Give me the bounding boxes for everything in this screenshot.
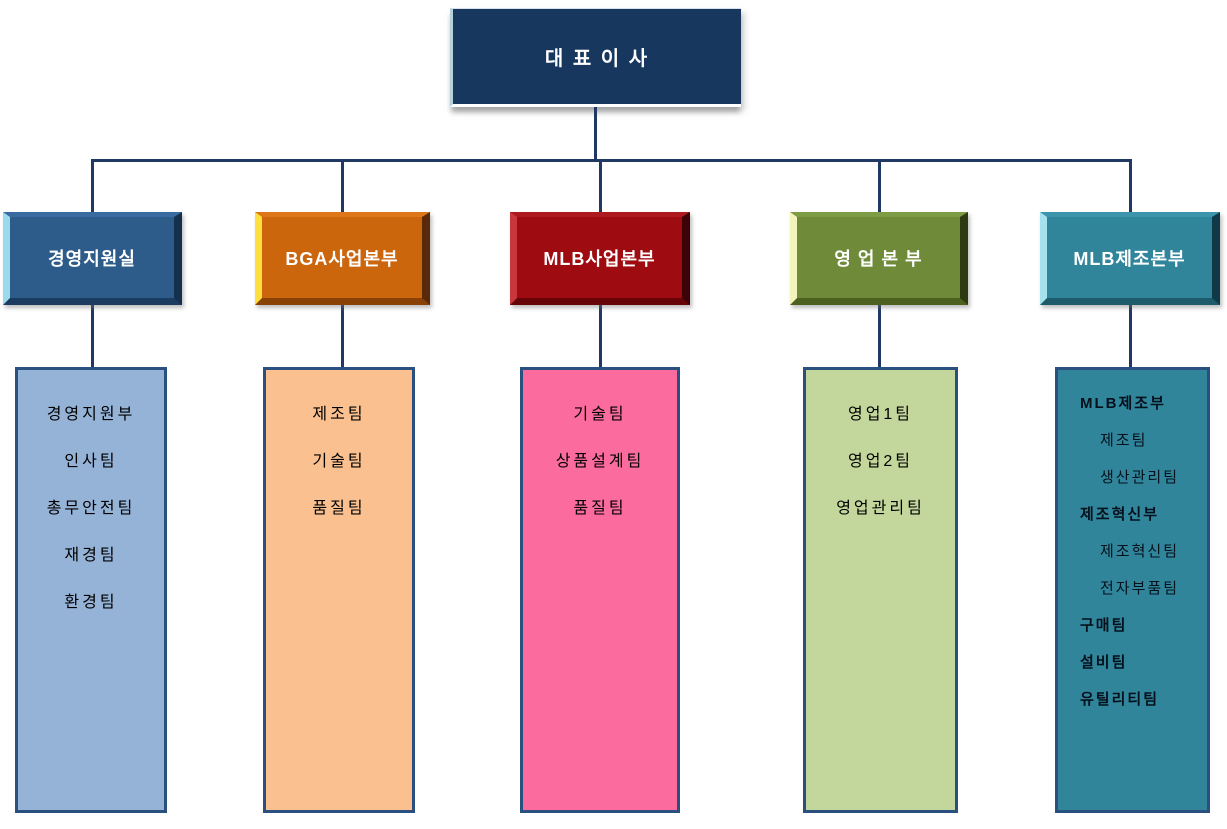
branch-header-label: MLB제조본부 bbox=[1073, 248, 1186, 269]
org-unit: 재경팀 bbox=[64, 547, 118, 564]
org-unit: 영업2팀 bbox=[847, 453, 914, 470]
branch-header-bga-business-division: BGA사업본부 bbox=[255, 212, 430, 305]
org-unit: 제조팀 bbox=[312, 406, 366, 423]
branch-header-mlb-business-division: MLB사업본부 bbox=[510, 212, 690, 305]
org-unit: 영업관리팀 bbox=[836, 500, 925, 517]
org-unit: 총무안전팀 bbox=[46, 500, 136, 517]
org-unit: 상품설계팀 bbox=[555, 453, 645, 470]
connector-line bbox=[598, 305, 602, 367]
connector-line bbox=[1128, 305, 1132, 367]
org-unit: 환경팀 bbox=[64, 594, 118, 611]
org-unit: 유틸리티팀 bbox=[1080, 691, 1160, 708]
org-unit: 품질팀 bbox=[312, 500, 366, 517]
connector-line bbox=[598, 160, 602, 212]
org-unit: 영업1팀 bbox=[847, 406, 914, 423]
org-unit: 구매팀 bbox=[1080, 617, 1128, 634]
org-unit: MLB제조부 bbox=[1080, 395, 1166, 412]
ceo-label: 대 표 이 사 bbox=[544, 48, 650, 70]
connector-line bbox=[877, 305, 881, 367]
org-unit: 전자부품팀 bbox=[1100, 580, 1180, 597]
connector-line bbox=[90, 160, 94, 212]
org-unit: 제조팀 bbox=[1100, 432, 1148, 449]
org-unit: 설비팀 bbox=[1080, 654, 1128, 671]
org-unit: 경영지원부 bbox=[46, 406, 136, 423]
connector-line bbox=[1128, 160, 1132, 212]
connector-line bbox=[340, 160, 344, 212]
branch-header-label: 경영지원실 bbox=[48, 248, 136, 269]
connector-line bbox=[90, 159, 1132, 162]
connector-line bbox=[90, 305, 94, 367]
branch-header-label: MLB사업본부 bbox=[543, 248, 656, 269]
branch-header-sales-division: 영 업 본 부 bbox=[790, 212, 968, 305]
connector-line bbox=[340, 305, 344, 367]
org-unit: 생산관리팀 bbox=[1100, 469, 1180, 486]
branch-header-mlb-manufacturing-division: MLB제조본부 bbox=[1040, 212, 1220, 305]
branch-header-management-support-office: 경영지원실 bbox=[3, 212, 182, 305]
org-unit: 제조혁신부 bbox=[1080, 506, 1160, 523]
connector-line bbox=[877, 160, 881, 212]
org-unit: 제조혁신팀 bbox=[1100, 543, 1180, 560]
ceo-box: 대 표 이 사 bbox=[450, 8, 741, 107]
branch-header-label: 영 업 본 부 bbox=[834, 248, 923, 269]
branch-header-label: BGA사업본부 bbox=[285, 248, 399, 269]
org-unit: 품질팀 bbox=[573, 500, 627, 517]
org-unit: 기술팀 bbox=[573, 406, 627, 423]
org-unit: 인사팀 bbox=[64, 453, 118, 470]
org-unit: 기술팀 bbox=[312, 453, 366, 470]
connector-line bbox=[594, 107, 597, 160]
